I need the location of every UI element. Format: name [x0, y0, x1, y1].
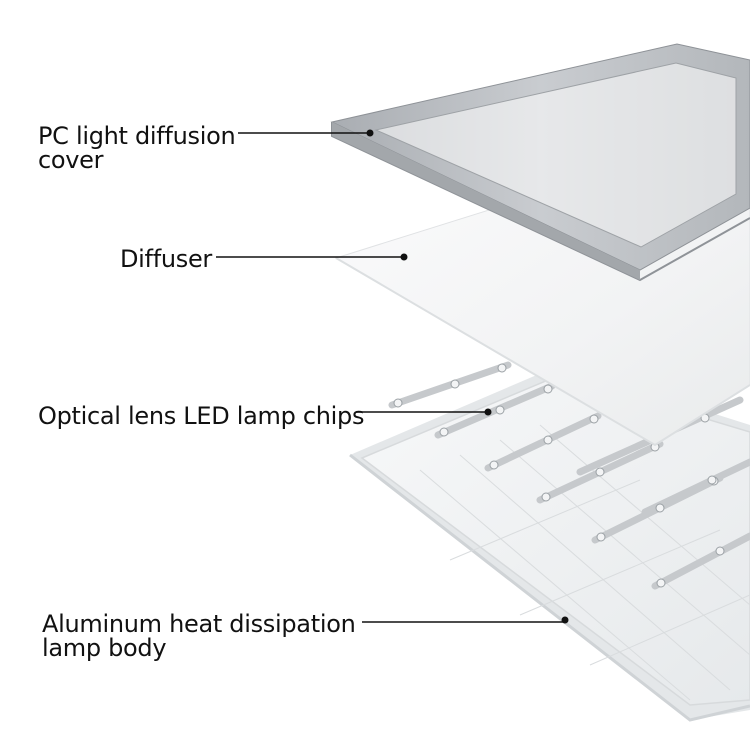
label-led-chips: Optical lens LED lamp chips: [38, 402, 365, 430]
body-grid: [419, 424, 750, 701]
pc-diffusion-cover-frame: [330, 43, 750, 282]
leader-dot-diffuser: [400, 253, 408, 261]
label-pc-diffusion-cover: PC light diffusion cover: [38, 122, 236, 174]
leader-dot-body: [561, 616, 569, 624]
leader-dot-led: [484, 408, 492, 416]
aluminum-lamp-body: [349, 365, 750, 722]
label-body-line2: lamp body: [42, 634, 167, 662]
label-diffuser: Diffuser: [120, 245, 212, 273]
leader-dot-cover: [366, 129, 374, 137]
label-cover-line1: PC light diffusion: [38, 122, 236, 150]
label-aluminum-lamp-body: Aluminum heat dissipation lamp body: [42, 612, 356, 660]
label-body-line1: Aluminum heat dissipation: [42, 610, 356, 638]
label-cover-line2: cover: [38, 146, 104, 174]
led-strips: [388, 361, 750, 590]
leader-lines: [216, 129, 569, 624]
